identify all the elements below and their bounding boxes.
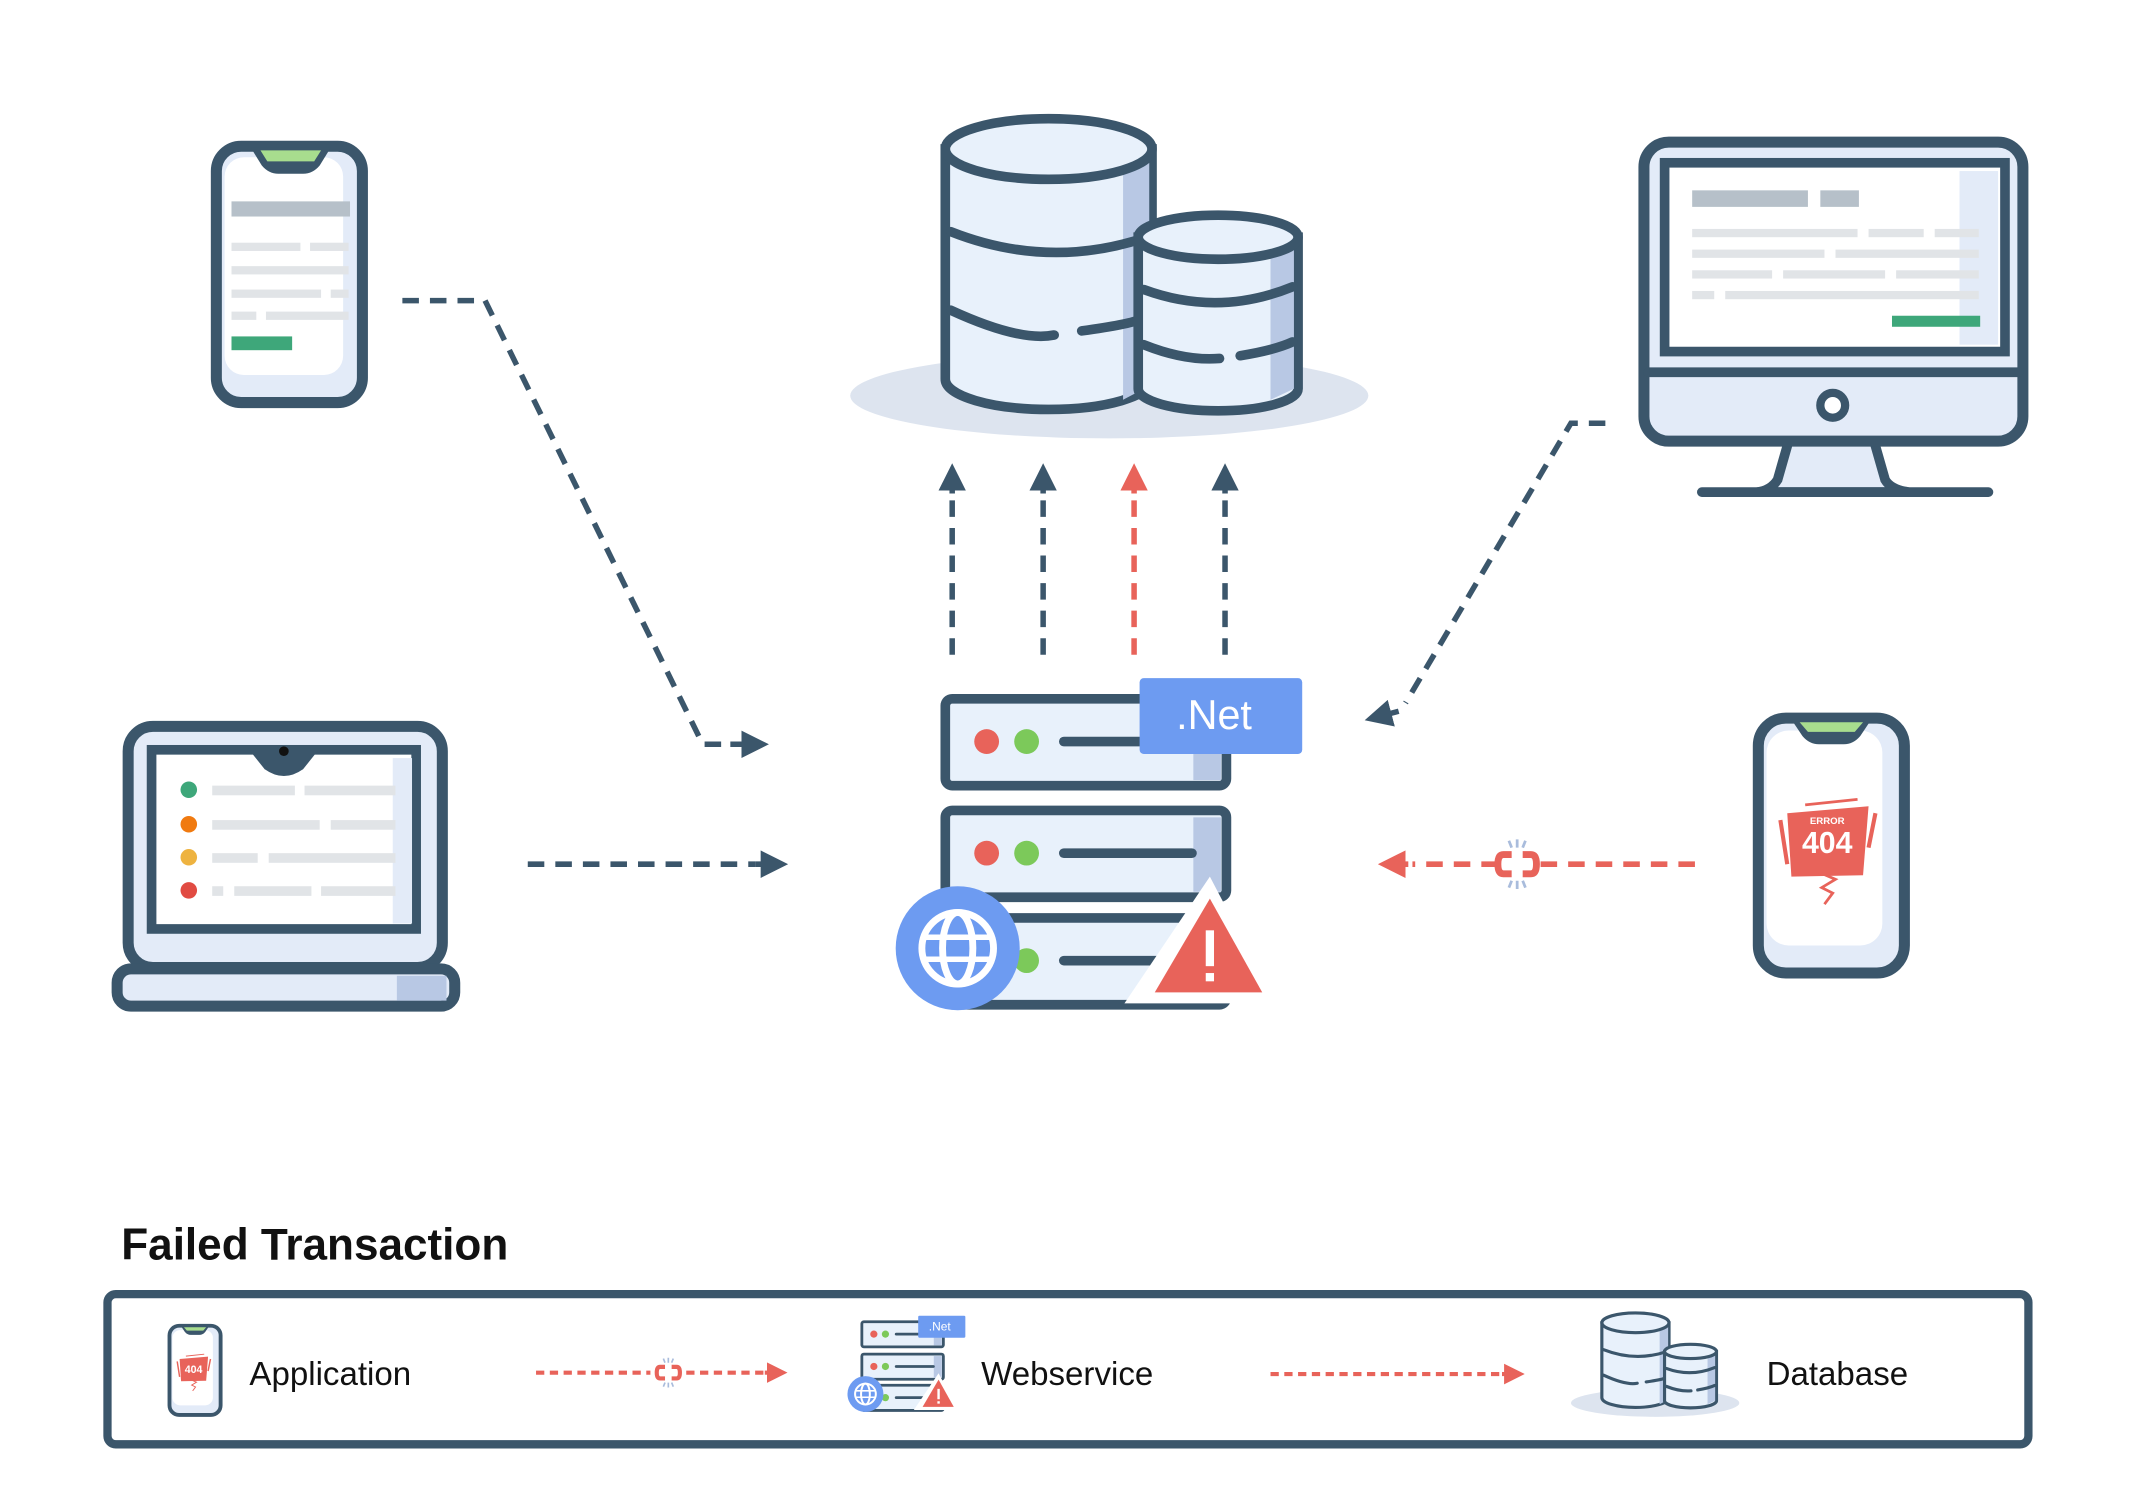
legend-database-label: Database bbox=[1767, 1356, 1909, 1393]
legend-webservice-icon: .Net bbox=[846, 1314, 967, 1414]
error-label: ERROR bbox=[1810, 816, 1845, 827]
desktop-to-server-arrowhead bbox=[1364, 699, 1400, 727]
desktop-to-server-arrow bbox=[1403, 420, 1606, 705]
legend-webservice-label: Webservice bbox=[981, 1356, 1153, 1393]
laptop-client-icon bbox=[111, 720, 461, 1012]
error-code: 404 bbox=[1802, 827, 1853, 860]
legend-box bbox=[103, 1289, 2033, 1449]
legend-application-label: Application bbox=[249, 1356, 411, 1393]
webservice-server-icon: .Net bbox=[896, 678, 1303, 1010]
phone-client-icon bbox=[210, 140, 368, 409]
database-icon bbox=[850, 119, 1368, 439]
legend-title: Failed Transaction bbox=[121, 1221, 508, 1270]
legend-error-code: 404 bbox=[185, 1364, 203, 1376]
phone-error-client-icon: ERROR 404 bbox=[1758, 718, 1904, 973]
phone-to-server-arrow bbox=[402, 297, 731, 748]
net-badge-text: .Net bbox=[1176, 692, 1252, 738]
legend-net-badge-text: .Net bbox=[929, 1320, 952, 1334]
legend-application-icon: 404 bbox=[167, 1323, 223, 1417]
broken-link-icon bbox=[1498, 839, 1537, 889]
desktop-client-icon bbox=[1638, 136, 2029, 497]
